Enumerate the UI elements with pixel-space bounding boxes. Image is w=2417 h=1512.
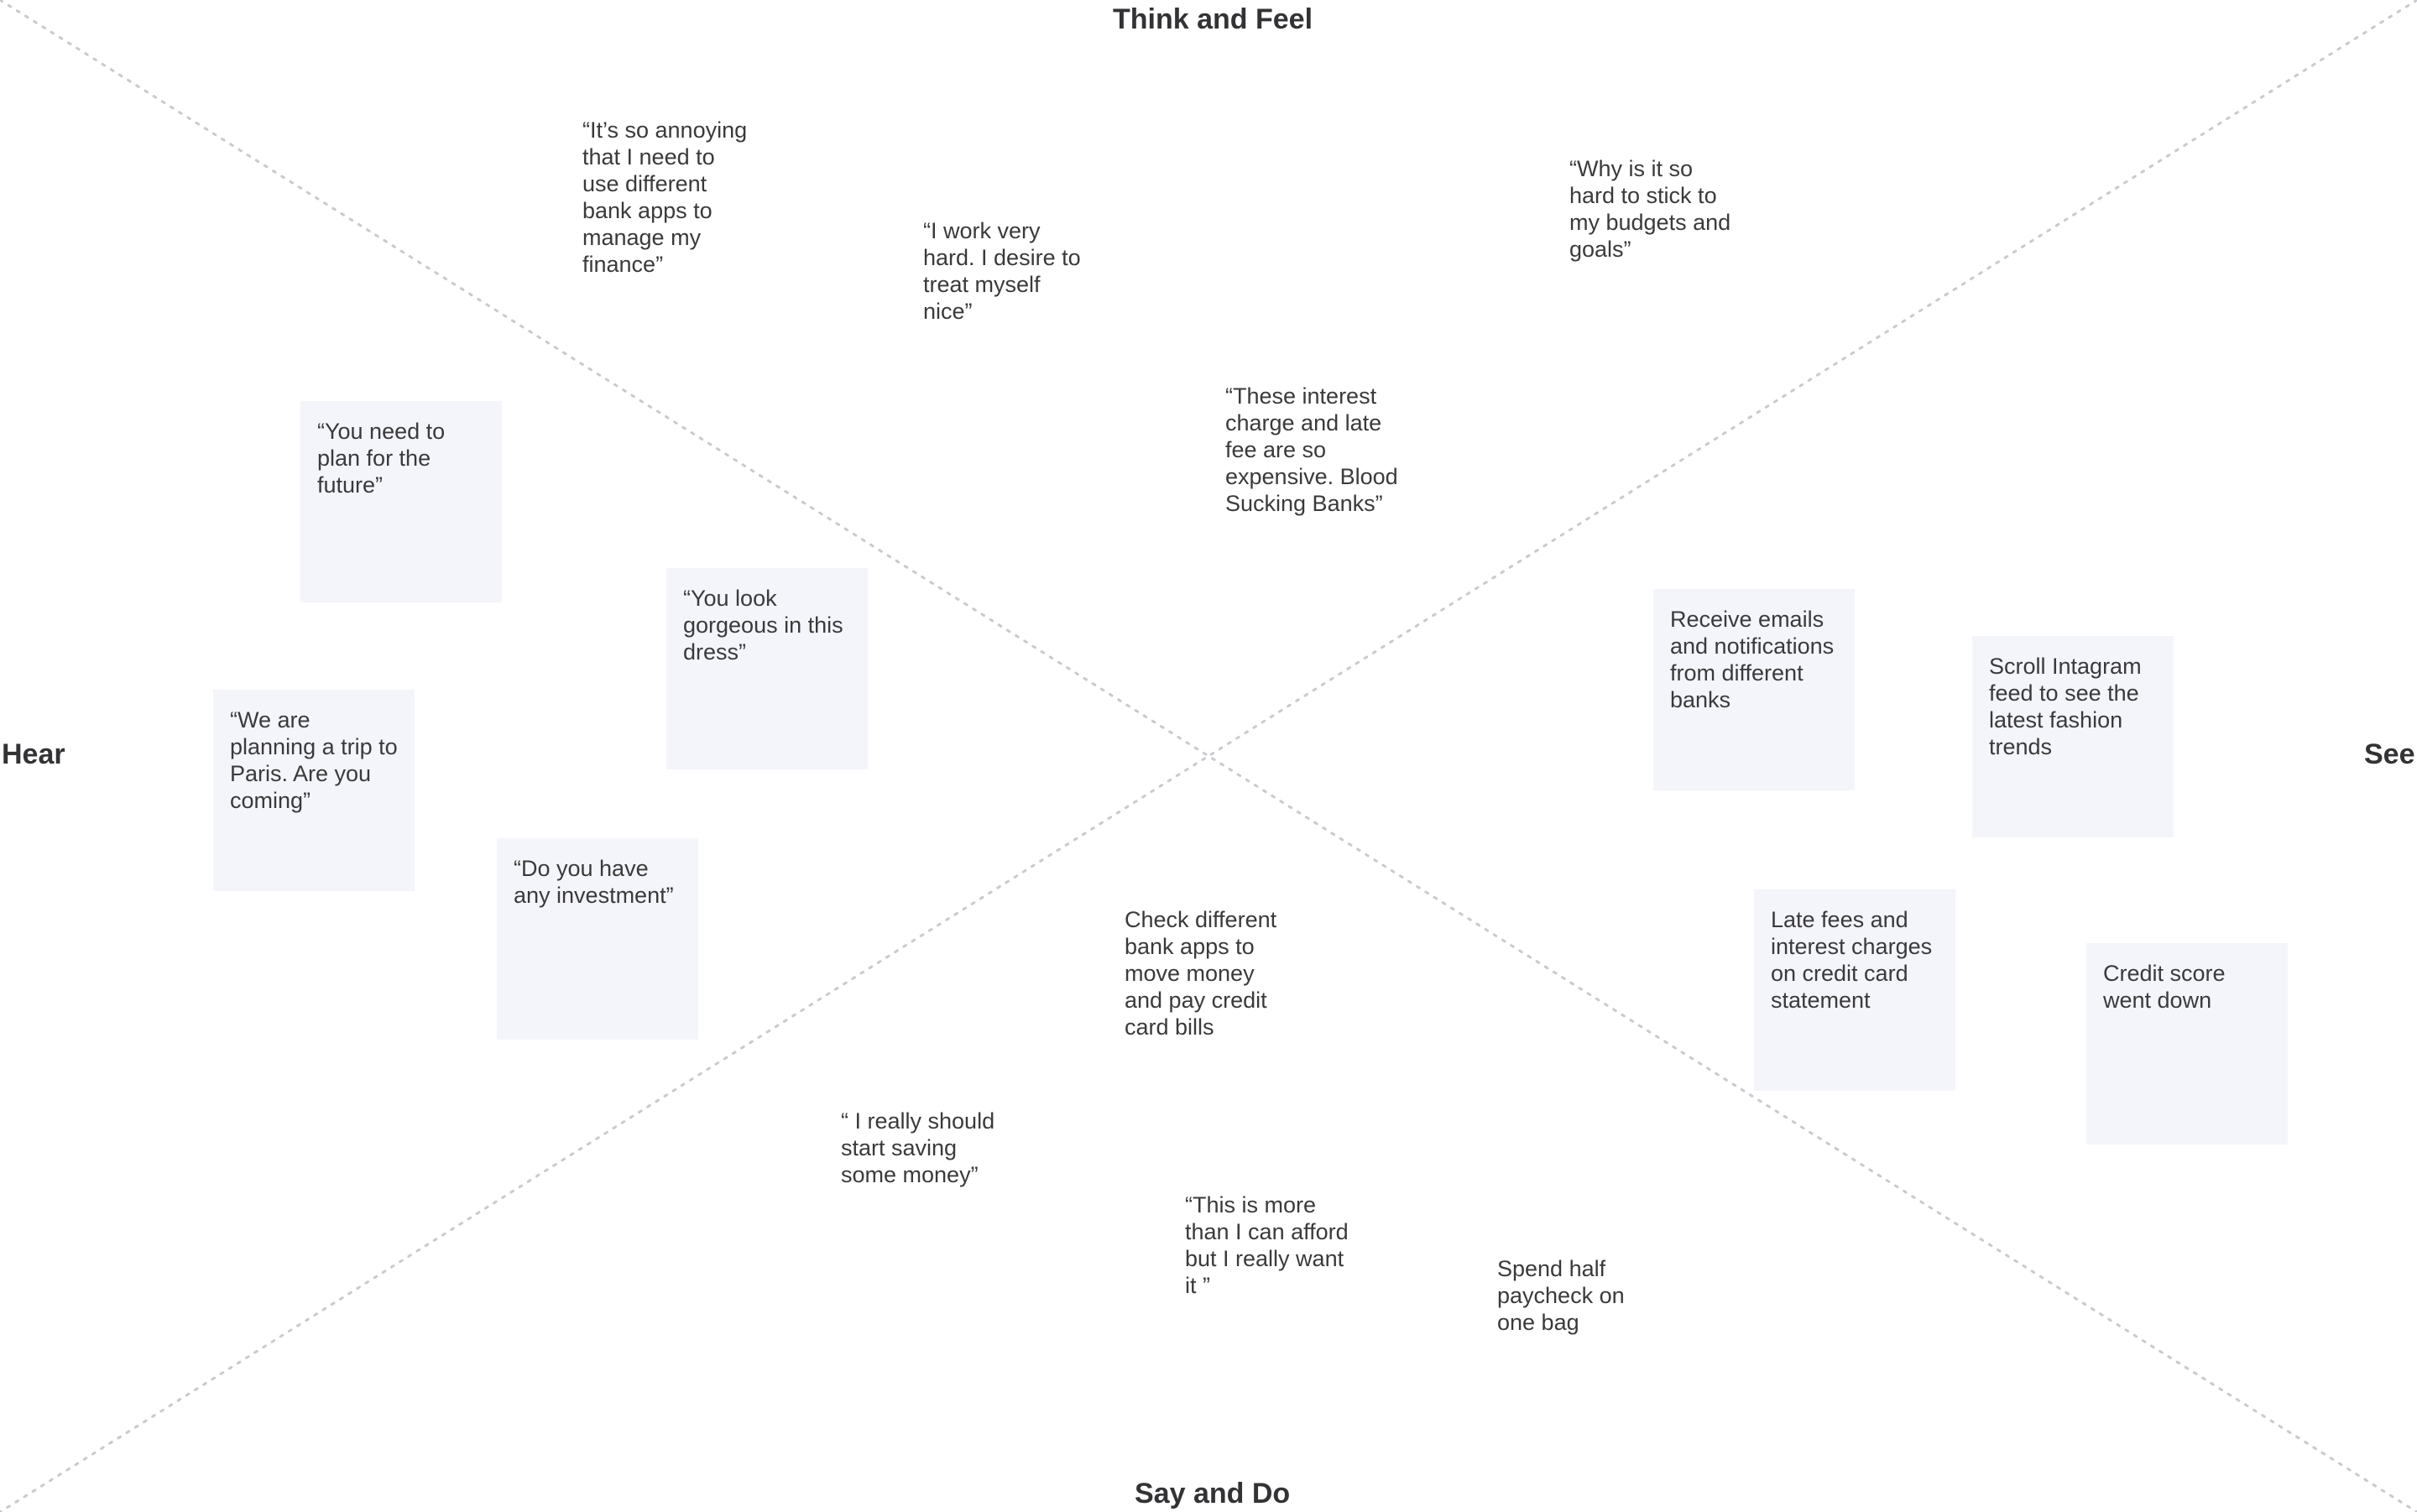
think-and-feel-label: Think and Feel xyxy=(1113,3,1313,35)
hear-note-gorgeous-dress[interactable]: “You look gorgeous in this dress” xyxy=(666,568,868,769)
say-do-note-half-paycheck: Spend half paycheck on one bag xyxy=(1497,1256,1625,1335)
see-note-bank-emails[interactable]: Receive emails and notifications from di… xyxy=(1653,589,1855,790)
think-feel-note-interest-charges: “These interest charge and late fee are … xyxy=(1225,383,1398,516)
hear-note-plan-future[interactable]: “You need to plan for the future” xyxy=(300,401,502,602)
see-note-instagram-fashion[interactable]: Scroll Intagram feed to see the latest f… xyxy=(1972,636,2174,837)
hear-label: Hear xyxy=(2,738,65,770)
hear-note-investment[interactable]: “Do you have any investment” xyxy=(497,838,698,1040)
see-note-late-fees[interactable]: Late fees and interest charges on credit… xyxy=(1754,889,1955,1091)
see-note-credit-score[interactable]: Credit score went down xyxy=(2086,943,2288,1144)
say-do-note-start-saving: “ I really should start saving some mone… xyxy=(841,1108,995,1187)
think-feel-note-work-hard: “I work very hard. I desire to treat mys… xyxy=(923,218,1081,324)
say-and-do-label: Say and Do xyxy=(1135,1478,1291,1509)
see-label: See xyxy=(2364,738,2415,770)
think-feel-note-budgets-goals: “Why is it so hard to stick to my budget… xyxy=(1569,156,1731,262)
say-do-note-check-bank-apps: Check different bank apps to move money … xyxy=(1125,907,1277,1040)
hear-note-paris-trip[interactable]: “We are planning a trip to Paris. Are yo… xyxy=(213,690,415,891)
say-do-note-more-than-afford: “This is more than I can afford but I re… xyxy=(1185,1192,1349,1298)
think-feel-note-annoying-bank-apps: “It’s so annoying that I need to use dif… xyxy=(582,117,748,277)
